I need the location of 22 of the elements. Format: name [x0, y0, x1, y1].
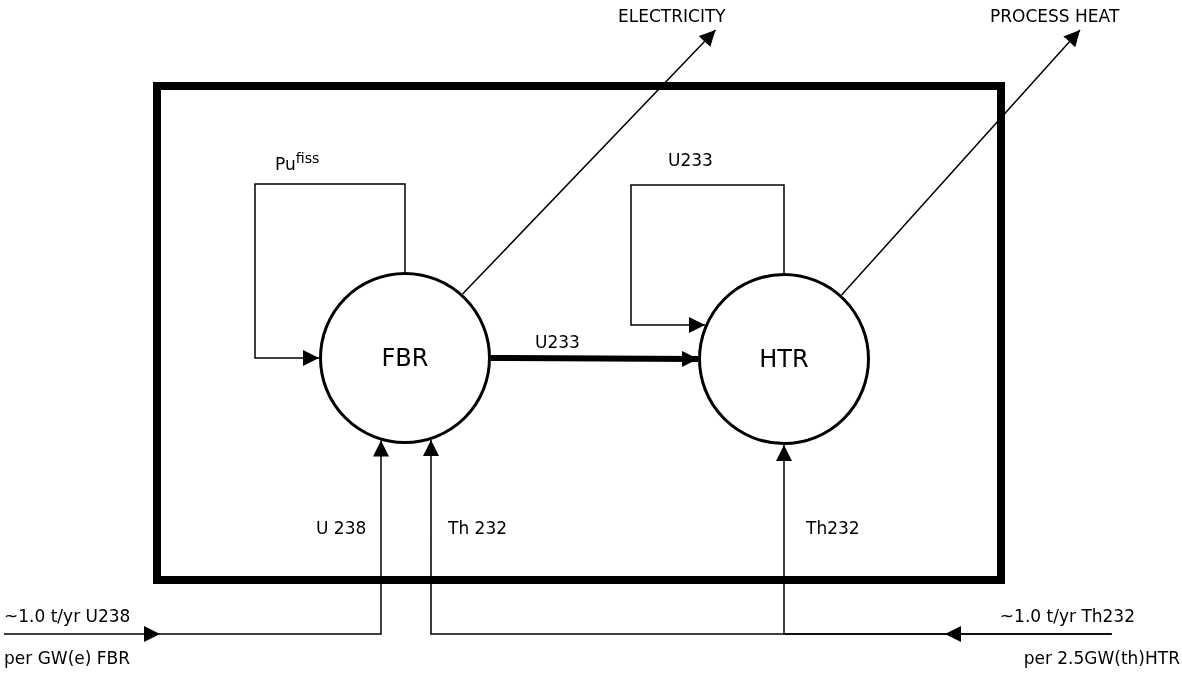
feed-rate-label: ~1.0 t/yr Th232: [999, 606, 1135, 626]
edge-label: U233: [535, 332, 580, 352]
system-boundary-frame: [153, 82, 1005, 584]
flow-arrow: [630, 184, 785, 333]
edge-label: Th232: [806, 518, 860, 538]
flow-arrow: [3, 439, 389, 642]
flow-arrow: [491, 350, 698, 367]
feed-basis-label: per 2.5GW(th)HTR: [1023, 648, 1180, 668]
flow-arrow: [461, 29, 717, 295]
flow-arrow: [254, 183, 406, 366]
edge-label: U233: [668, 150, 713, 170]
reactor-label: FBR: [381, 344, 429, 372]
output-label: PROCESS HEAT: [990, 6, 1120, 26]
flow-arrow: [840, 29, 1081, 296]
edge-label: Pu$^{fiss}$: [275, 150, 320, 174]
edge-label: Th 232: [448, 518, 507, 538]
output-label: ELECTRICITY: [618, 6, 726, 26]
feed-basis-label: per GW(e) FBR: [4, 648, 130, 668]
flow-arrow: [776, 444, 1113, 635]
reactor-label: HTR: [759, 345, 809, 373]
edge-label: U 238: [316, 518, 367, 538]
feed-rate-label: ~1.0 t/yr U238: [4, 606, 131, 626]
